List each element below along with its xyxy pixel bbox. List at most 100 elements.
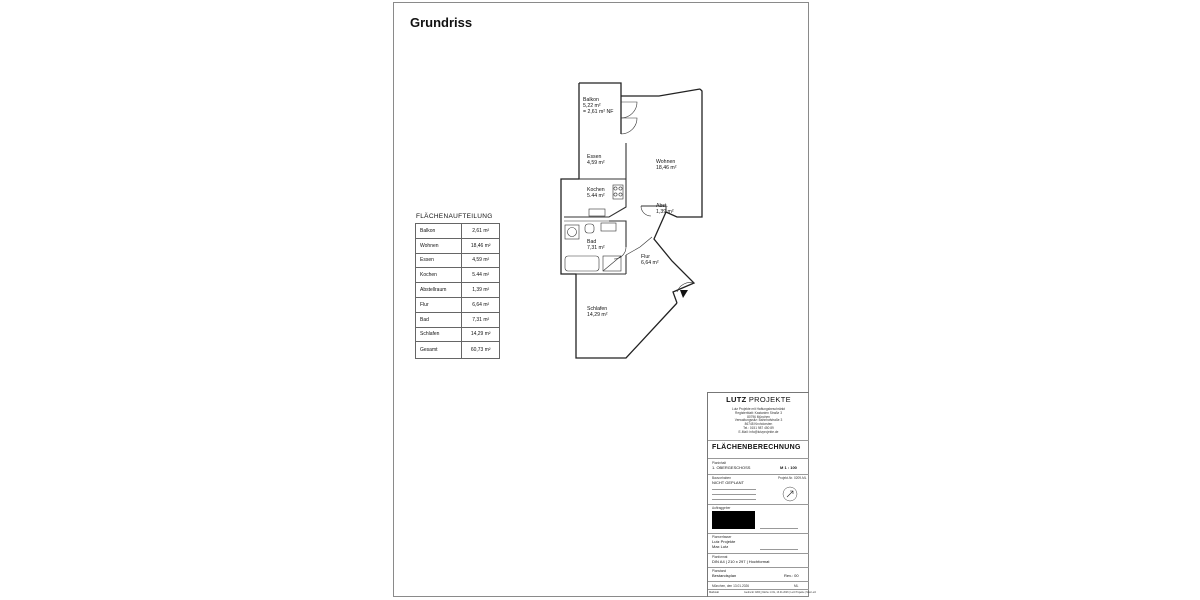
table-row: Bad 7,31 m² — [414, 311, 500, 328]
area-cell: 18,46 m² — [461, 237, 500, 254]
plan-value: 1. OBERGESCHOSS — [712, 465, 751, 470]
area-table: Balkon 2,61 m² Wohnen 18,46 m² Essen 4,5… — [414, 223, 500, 360]
room-label-bad: Bad 7,31 m² — [587, 239, 605, 251]
room-label-balkon: Balkon 5,22 m² = 2,61 m² NF — [583, 97, 613, 115]
room-area: 7,31 m² — [587, 245, 605, 251]
address-label: Bauvorhaben — [712, 476, 731, 480]
area-cell: 2,61 m² — [461, 223, 500, 239]
wall-outer-left — [560, 83, 678, 359]
plan-sheet: Grundriss — [393, 2, 816, 597]
north-arrow-icon — [782, 486, 798, 502]
room-area: 4,59 m² — [587, 160, 605, 166]
divider — [708, 504, 809, 505]
address-value: NICHT GEPLANT — [712, 480, 744, 485]
title-block: LUTZ PROJEKTE Lutz Projekte mit Haftungs… — [707, 392, 816, 597]
table-row: Essen 4,59 m² — [414, 252, 500, 269]
company-line: 86748 Kirchdorsten — [744, 422, 773, 427]
area-cell: 1,39 m² — [461, 282, 500, 298]
room-cell: Abstellraum — [414, 282, 463, 298]
format-label: Planformat — [712, 555, 728, 559]
revision: Rev.: 00 — [784, 573, 799, 578]
format-value: DIN A4 | 210 x 297 | Hochformat — [712, 559, 770, 564]
total-value: 60,73 m² — [461, 341, 500, 360]
total-label: Gesamt — [414, 341, 463, 360]
company-line: Registerblatt: Kastanien Straße 3 — [735, 410, 782, 415]
room-label-essen: Essen 4,59 m² — [587, 154, 605, 166]
divider — [708, 458, 809, 459]
room-label-kochen: Kochen 5.44 m² — [587, 187, 605, 199]
room-cell: Essen — [414, 252, 463, 269]
room-name: Schlafen — [587, 306, 608, 312]
balcony-door-swing — [620, 101, 638, 119]
table-total-row: Gesamt 60,73 m² — [414, 341, 500, 360]
scale: M 1 : 100 — [780, 465, 797, 470]
area-table-title: FLÄCHENAUFTEILUNG — [416, 213, 493, 220]
table-row: Abstellraum 1,39 m² — [414, 282, 500, 298]
footer-right: Gedruckt: 0209_Fläche 1.OG, 13.01.2026 |… — [744, 591, 817, 594]
wall-top — [621, 88, 701, 97]
divider — [708, 581, 809, 582]
room-name: Bad — [587, 239, 597, 245]
room-area: 1,39 m² — [656, 209, 674, 215]
room-name: Flur — [641, 254, 650, 260]
footer-left: Maßstab — [709, 591, 720, 594]
divider — [708, 589, 809, 590]
wall-outer-right — [653, 88, 703, 304]
document-title: FLÄCHENBERECHNUNG — [712, 444, 801, 451]
room-cell: Wohnen — [414, 237, 463, 254]
stage-value: Bestandsplan — [712, 573, 737, 578]
brand-bold: LUTZ — [726, 395, 747, 404]
divider — [708, 553, 809, 554]
area-cell: 14,29 m² — [461, 326, 500, 343]
wall-storage — [641, 205, 667, 212]
room-area: 5.44 m² — [587, 193, 605, 199]
room-label-schlafen: Schlafen 14,29 m² — [587, 306, 607, 318]
area-cell: 6,64 m² — [461, 296, 500, 313]
initials: ML — [794, 584, 799, 588]
room-area: 5,22 m² — [583, 103, 601, 109]
area-cell: 4,59 m² — [461, 252, 500, 269]
area-cell: 7,31 m² — [461, 311, 500, 328]
room-label-wohnen: Wohnen 18,46 m² — [656, 159, 676, 171]
page-title: Grundriss — [410, 15, 473, 30]
company-address: Lutz Projekte mit Haftungsbeschränkt Reg… — [708, 407, 809, 435]
room-cell: Balkon — [414, 223, 463, 239]
balcony-outline — [579, 82, 622, 96]
room-area-nf: = 2,61 m² NF — [583, 109, 614, 115]
company-line: E-Mail: info@lutzprojekte.de — [738, 429, 779, 434]
room-cell: Flur — [414, 296, 463, 313]
brand-rest: PROJEKTE — [746, 395, 791, 404]
room-name: Wohnen — [656, 159, 676, 165]
room-label-flur: Flur 6,64 m² — [641, 254, 659, 266]
company-line: 80796 München — [747, 414, 770, 419]
room-area: 14,29 m² — [587, 312, 608, 318]
divider — [708, 474, 809, 475]
table-row: Flur 6,64 m² — [414, 296, 500, 313]
room-cell: Kochen — [414, 267, 463, 284]
entrance-marker — [680, 290, 688, 298]
room-label-abst: Abst. 1,39 m² — [656, 203, 674, 215]
client-redacted — [712, 511, 755, 529]
table-row: Schlafen 14,29 m² — [414, 326, 500, 343]
room-cell: Bad — [414, 311, 463, 328]
bedroom-door-swing — [613, 246, 627, 260]
project-number: Projekt-Nr. 0209-ML — [778, 476, 807, 480]
date-line: München, den 13.01.2026 — [712, 584, 750, 588]
wall-kitchen — [564, 143, 627, 218]
room-area: 6,64 m² — [641, 260, 659, 266]
company-logo: LUTZ PROJEKTE — [708, 395, 809, 404]
company-line: Tel.: 0151 987 450 89 — [743, 425, 774, 430]
divider — [708, 533, 809, 534]
client-label: Auftraggeber — [712, 506, 731, 510]
room-name: Essen — [587, 154, 602, 160]
room-name: Abst. — [656, 203, 668, 209]
plan-label: Planinhalt — [712, 461, 726, 465]
company-line: Verwaltungssitz: Bahnhofstraße 3 — [734, 418, 783, 423]
floor-plan — [560, 82, 703, 359]
room-cell: Schlafen — [414, 326, 463, 343]
entrance-door-swing — [676, 282, 695, 293]
area-cell: 5.44 m² — [461, 267, 500, 284]
wall-bath — [609, 220, 627, 247]
divider — [708, 567, 809, 568]
designer-label: Planverfasser — [712, 535, 732, 539]
